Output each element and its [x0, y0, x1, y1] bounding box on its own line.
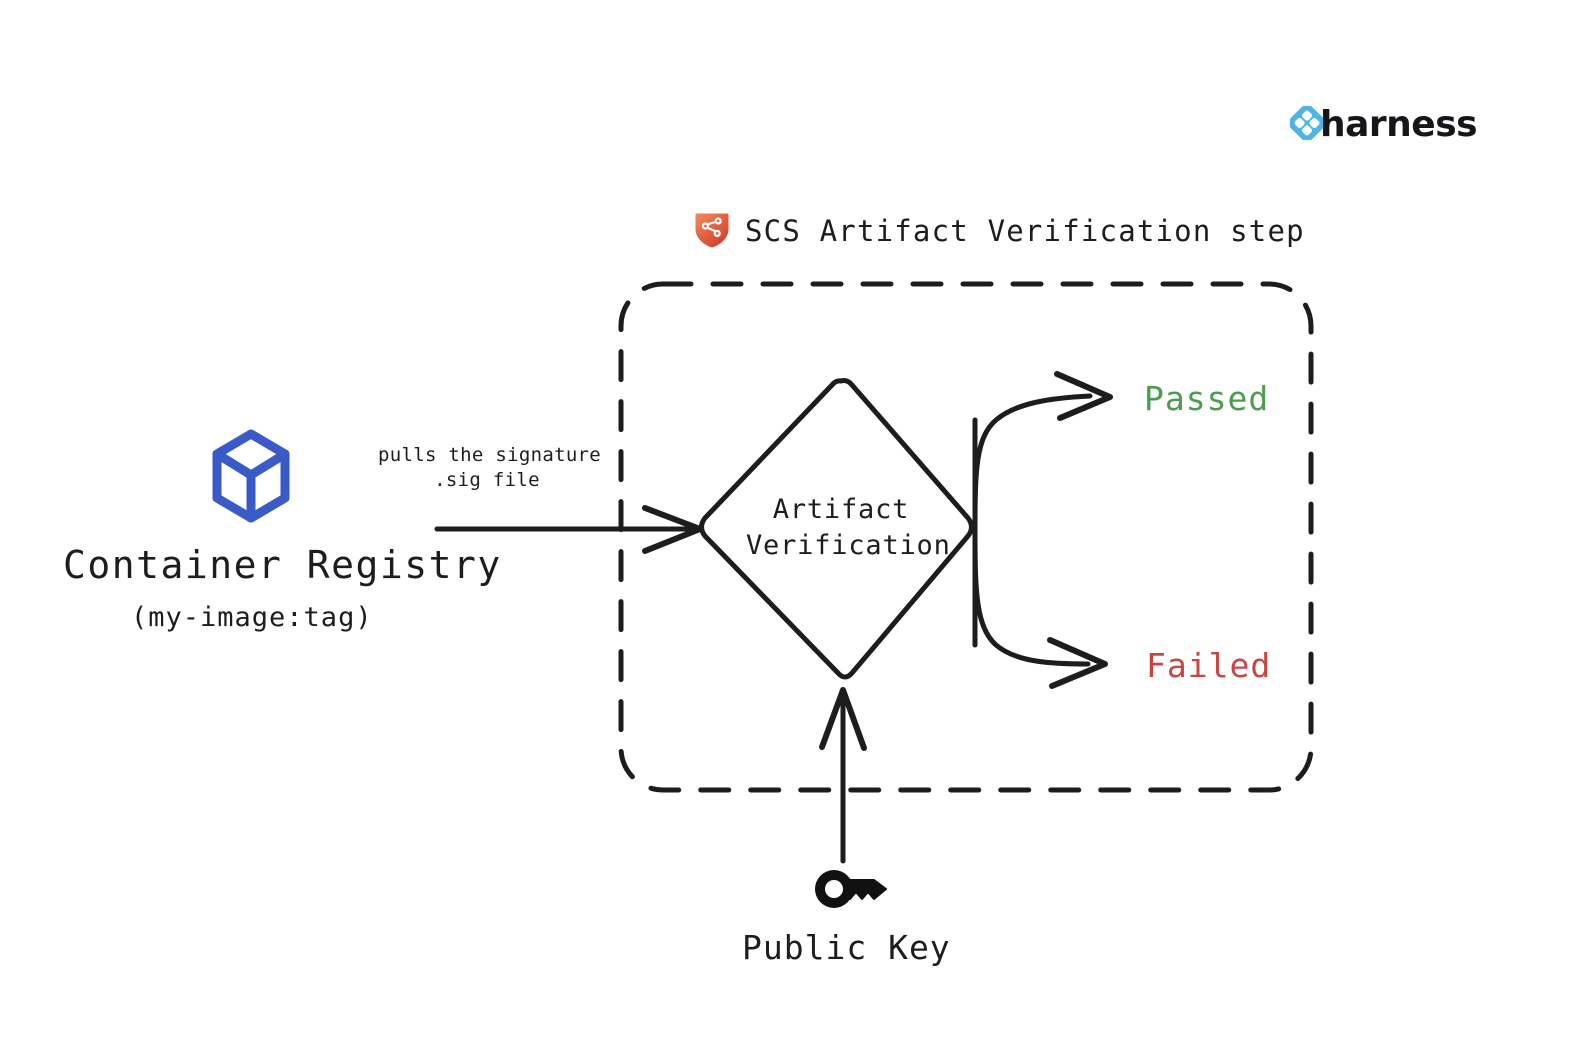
passed-branch-arrow	[972, 371, 1113, 533]
pull-signature-edge-label: pulls the signature .sig file	[378, 443, 601, 493]
container-registry-subtitle: (my-image:tag)	[131, 602, 373, 633]
harness-wordmark: harness	[1320, 104, 1478, 145]
artifact-verification-line2: Verification	[746, 530, 951, 561]
public-key-label: Public Key	[742, 928, 951, 967]
container-registry-title: Container Registry	[63, 543, 502, 587]
outcome-failed-label: Failed	[1146, 646, 1272, 685]
pull-signature-arrow	[434, 505, 703, 554]
shield-network-icon	[694, 211, 730, 249]
harness-diamond-logo-icon	[1288, 104, 1326, 142]
pull-signature-line2: .sig file	[434, 469, 540, 491]
container-cube-icon	[209, 428, 293, 524]
key-icon	[812, 866, 894, 912]
scs-step-title: SCS Artifact Verification step	[745, 214, 1305, 248]
artifact-verification-diamond	[699, 378, 974, 680]
artifact-verification-line1: Artifact	[772, 494, 910, 525]
scs-step-container-box	[618, 281, 1314, 793]
pull-signature-line1: pulls the signature	[378, 444, 602, 466]
failed-branch-arrow	[972, 527, 1108, 689]
public-key-arrow	[819, 687, 867, 864]
outcome-passed-label: Passed	[1144, 379, 1270, 418]
